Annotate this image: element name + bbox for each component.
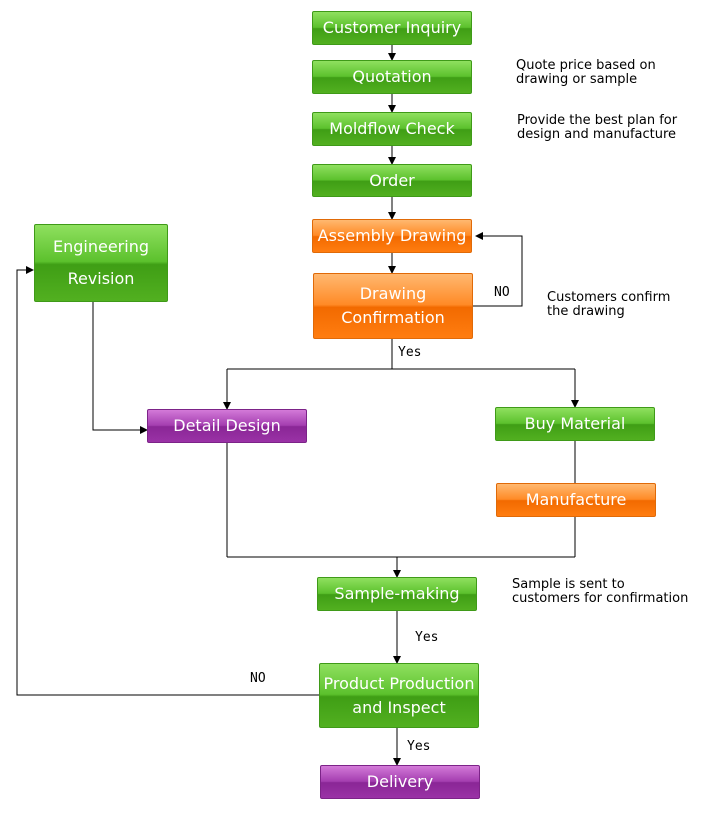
node-sample-making: Sample-making [317, 577, 477, 611]
node-moldflow-check: Moldflow Check [312, 112, 472, 146]
note-drawing-confirm: Customers confirm the drawing [547, 290, 671, 319]
node-buy-material: Buy Material [495, 407, 655, 441]
label-no-production: NO [250, 671, 266, 686]
arrow-no-loop-production [16, 266, 320, 696]
node-manufacture: Manufacture [496, 483, 656, 517]
node-order: Order [312, 164, 472, 197]
node-drawing-confirmation: Drawing Confirmation [313, 273, 473, 339]
node-engineering-revision: Engineering Revision [34, 224, 168, 302]
note-quotation: Quote price based on drawing or sample [516, 58, 656, 87]
label-yes-sample: Yes [415, 630, 439, 645]
node-assembly-drawing: Assembly Drawing [312, 219, 472, 253]
label-yes-production: Yes [407, 739, 431, 754]
arrow-revision-detail [92, 302, 148, 434]
label-no-drawing: NO [494, 285, 510, 300]
node-product-production: Product Production and Inspect [319, 663, 479, 728]
label-yes-drawing: Yes [398, 345, 422, 360]
node-quotation: Quotation [312, 60, 472, 94]
note-moldflow: Provide the best plan for design and man… [517, 113, 678, 142]
node-delivery: Delivery [320, 765, 480, 799]
note-sample: Sample is sent to customers for confirma… [512, 577, 689, 606]
arrow-no-loop-drawing [473, 232, 523, 307]
node-detail-design: Detail Design [147, 409, 307, 443]
node-customer-inquiry: Customer Inquiry [312, 11, 472, 45]
